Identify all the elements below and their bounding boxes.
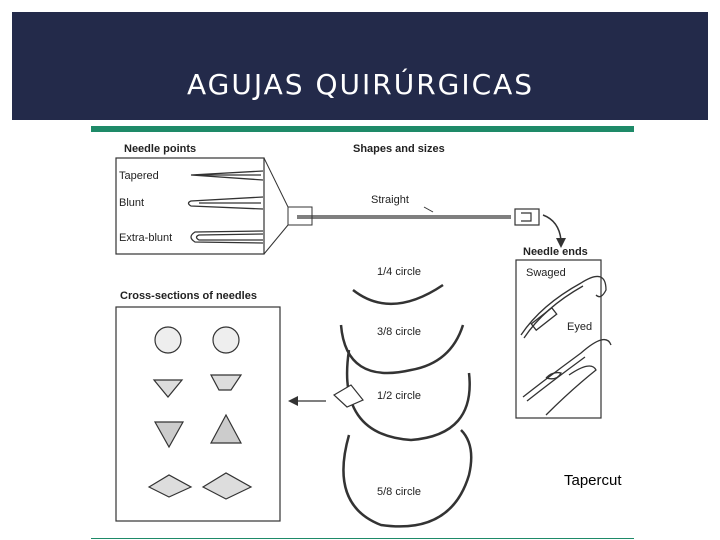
spatula-section-icon (147, 474, 193, 498)
sections-arrowhead (288, 396, 298, 406)
straight-leader (423, 206, 434, 213)
cross-sections-box (115, 306, 281, 522)
curve-label-five-eighths: 5/8 circle (377, 486, 421, 498)
point-label-extra-blunt: Extra-blunt (119, 232, 172, 244)
diamond-section-icon (201, 472, 253, 500)
cutting-section-icon (153, 421, 185, 449)
end-label-eyed: Eyed (567, 321, 592, 333)
needle-diagram: Needle points Tapered Blunt Extra-blunt … (91, 135, 634, 535)
tapercut-caption: Tapercut (564, 472, 622, 489)
needle-ends-heading: Needle ends (523, 246, 588, 258)
end-label-swaged: Swaged (526, 267, 566, 279)
trapezoid-section-icon (210, 374, 243, 391)
bottom-rule (91, 538, 634, 539)
eyed-end-icon (522, 338, 612, 416)
cross-section-marker (332, 384, 364, 408)
reverse-cutting-section-icon (209, 413, 243, 444)
triangular-section-icon (152, 379, 184, 398)
quarter-circle-needle (352, 283, 444, 306)
needle-diagram-svg: Needle points Tapered Blunt Extra-blunt … (115, 143, 612, 528)
straight-label: Straight (371, 194, 409, 206)
round-section-icon (154, 326, 182, 354)
accent-rule (91, 126, 634, 132)
ends-arrowhead (556, 238, 566, 248)
ends-arrow (542, 214, 562, 241)
point-label-blunt: Blunt (119, 197, 144, 209)
shapes-heading: Shapes and sizes (353, 143, 445, 155)
slide-title: AGUJAS QUIRÚRGICAS (187, 68, 535, 101)
swaged-end-icon (520, 275, 607, 339)
curve-label-quarter: 1/4 circle (377, 266, 421, 278)
extra-blunt-point-icon (190, 230, 264, 244)
curve-label-half: 1/2 circle (377, 390, 421, 402)
curve-label-three-eighths: 3/8 circle (377, 326, 421, 338)
needle-ends-box (515, 259, 602, 419)
straight-needle-icon (297, 208, 540, 226)
title-banner: AGUJAS QUIRÚRGICAS (12, 12, 708, 120)
tapered-point-icon (190, 170, 264, 181)
five-eighths-circle-needle (342, 429, 473, 528)
cross-sections-heading: Cross-sections of needles (120, 290, 257, 302)
needle-points-heading: Needle points (124, 143, 196, 155)
blunt-point-icon (187, 196, 264, 210)
round-section-alt-icon (212, 326, 240, 354)
point-label-tapered: Tapered (119, 170, 159, 182)
